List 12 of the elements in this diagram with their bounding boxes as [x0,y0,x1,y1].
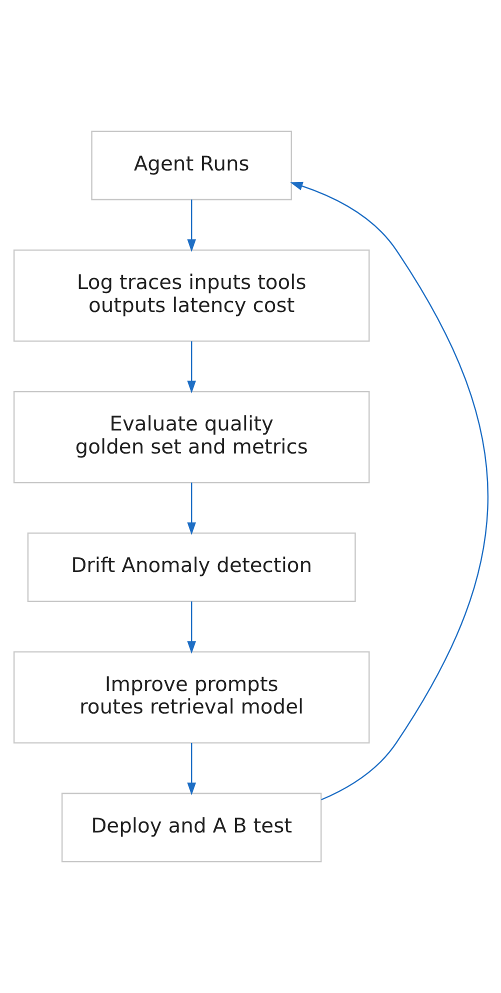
node-box: Deploy and A B test [60,792,322,862]
node-box: Agent Runs [90,130,292,200]
node-box: Drift Anomaly detection [26,532,356,602]
arrow [186,601,196,654]
node-box: Log traces inputs tools outputs latency cost [12,249,370,342]
node-box: Improve prompts routes retrieval model [12,651,370,744]
arrow [186,341,196,394]
arrow [186,742,196,796]
arrow [186,482,196,535]
arrow [186,200,196,252]
arrow [290,182,488,800]
node-box: Evaluate quality golden set and metrics [12,391,370,484]
